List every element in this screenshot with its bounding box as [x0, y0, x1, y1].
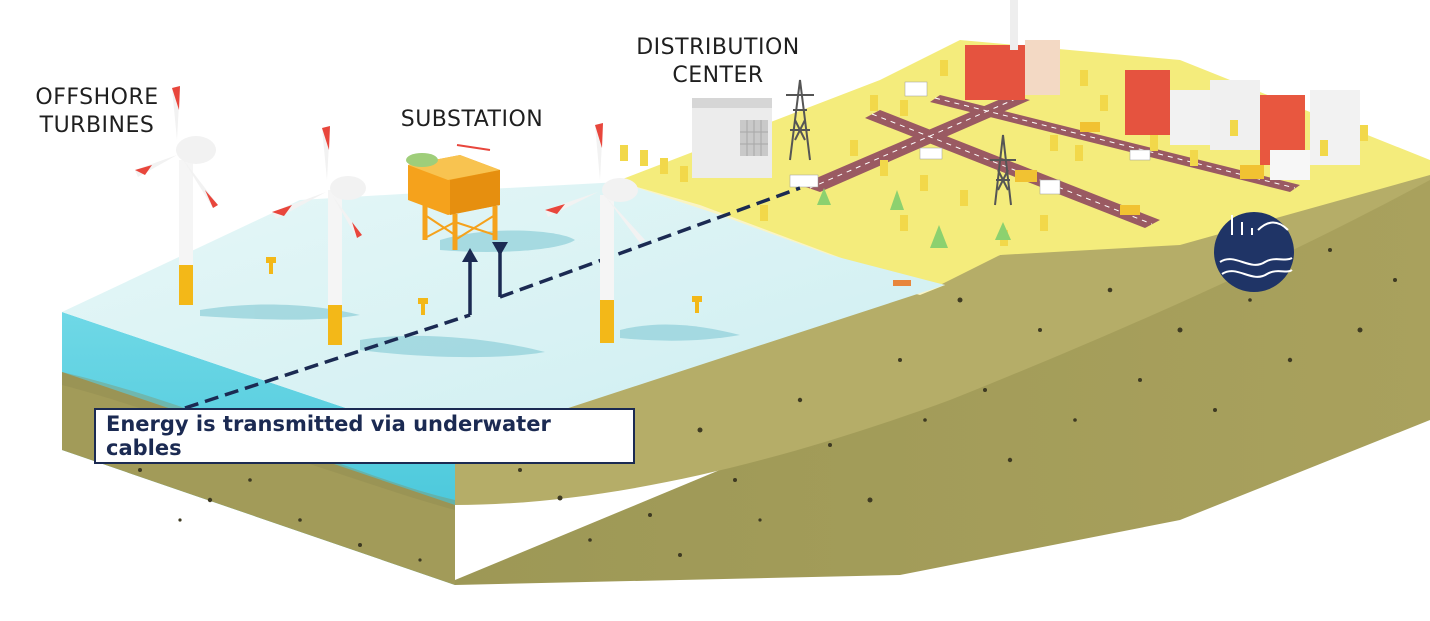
seabed-speckles: [138, 248, 1397, 562]
offshore-turbines-label: OFFSHORE TURBINES: [22, 84, 172, 140]
factory-building: [965, 0, 1060, 100]
distribution-center-label-line2: CENTER: [672, 63, 764, 88]
road-markings: [809, 96, 1296, 225]
substation-label-text: SUBSTATION: [400, 107, 544, 132]
underwater-cable: [184, 186, 801, 410]
city-buildings: [620, 0, 1368, 248]
offshore-turbines-label-line2: TURBINES: [39, 113, 155, 138]
wind-turbine-icon: [135, 86, 645, 345]
distribution-center-building: [692, 98, 772, 178]
arrow-up-icon: [462, 248, 478, 262]
caption-text: Energy is transmitted via underwater cab…: [106, 412, 551, 460]
sea-surface: [62, 182, 945, 445]
buoys: [266, 257, 702, 315]
distribution-center-label: DISTRIBUTION CENTER: [628, 34, 808, 90]
transmission-tower-icon: [786, 79, 1016, 206]
distribution-center-label-line1: DISTRIBUTION: [636, 35, 800, 60]
small-boat: [893, 280, 911, 286]
offshore-turbines-label-line1: OFFSHORE: [35, 85, 159, 110]
caption-box: Energy is transmitted via underwater cab…: [94, 408, 635, 464]
arrow-down-icon: [492, 242, 508, 256]
seabed-block: [62, 160, 1430, 585]
logo-emblem-icon: [1214, 212, 1294, 292]
substation-label: SUBSTATION: [392, 106, 552, 134]
cable-arrows: [468, 250, 502, 315]
water-shadows: [200, 230, 740, 358]
substation-platform-icon: [406, 144, 500, 250]
